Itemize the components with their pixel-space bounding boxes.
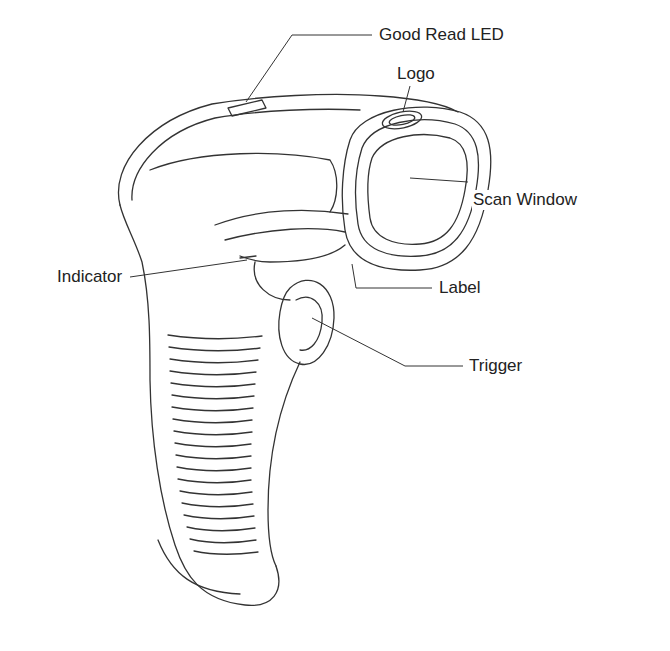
part-label: Indicator (56, 267, 123, 287)
leader-line (312, 318, 463, 366)
led (228, 100, 266, 116)
window-frame-inner (356, 120, 479, 256)
handle-base (158, 540, 240, 594)
leader-line (130, 260, 247, 277)
window-frame (342, 107, 491, 270)
trigger-edge (296, 297, 322, 350)
scanner-body (118, 94, 490, 605)
head-top (118, 94, 458, 205)
part-label: Label (438, 278, 482, 298)
part-label: Logo (396, 64, 436, 84)
part-label: Trigger (468, 356, 523, 376)
leader-line (246, 35, 372, 102)
part-label: Scan Window (472, 190, 578, 210)
logo-mark (381, 108, 423, 132)
head-contour (132, 109, 360, 200)
side-band (150, 153, 337, 212)
leader-line (352, 264, 432, 288)
side-band-lower (225, 229, 345, 240)
grip-ribs (168, 335, 262, 554)
indicator-mark (240, 256, 256, 258)
handle-neck (254, 262, 290, 300)
logo-mark (388, 113, 415, 127)
leader-lines (130, 35, 468, 366)
head-bottom (240, 245, 345, 262)
side-band-lower (215, 210, 348, 225)
scan-window (368, 135, 468, 245)
part-label: Good Read LED (378, 25, 505, 45)
handle-front (268, 362, 300, 566)
leader-line (403, 86, 410, 112)
leader-line (410, 178, 468, 182)
trigger (279, 280, 334, 364)
